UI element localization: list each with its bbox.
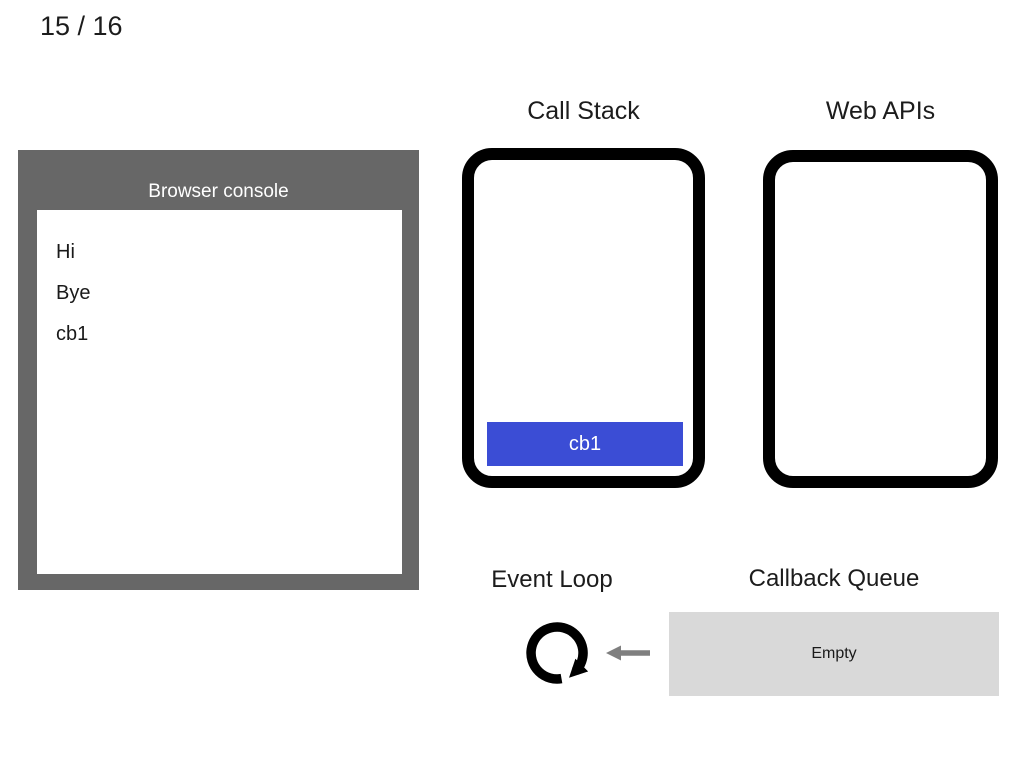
callback-queue-state: Empty xyxy=(811,645,857,662)
page-indicator: 15 / 16 xyxy=(40,11,123,41)
browser-console-title: Browser console xyxy=(148,181,289,202)
callback-queue-box: Empty xyxy=(669,612,999,696)
browser-console-window: Browser console Hi Bye cb1 xyxy=(18,150,419,590)
event-loop-title: Event Loop xyxy=(491,566,613,593)
call-stack-frame: cb1 xyxy=(487,422,683,466)
browser-console-output: Hi Bye cb1 xyxy=(37,210,402,574)
web-apis-box xyxy=(763,150,998,488)
console-log-line: cb1 xyxy=(56,323,89,345)
event-loop-icon xyxy=(526,622,589,684)
call-stack-title: Call Stack xyxy=(527,97,640,125)
call-stack-box: cb1 xyxy=(462,148,705,488)
left-arrow-icon xyxy=(606,645,650,661)
callback-queue-title: Callback Queue xyxy=(748,565,920,592)
web-apis-title: Web APIs xyxy=(825,97,936,125)
console-log-line: Hi xyxy=(56,241,75,263)
console-log-line: Bye xyxy=(56,282,91,304)
